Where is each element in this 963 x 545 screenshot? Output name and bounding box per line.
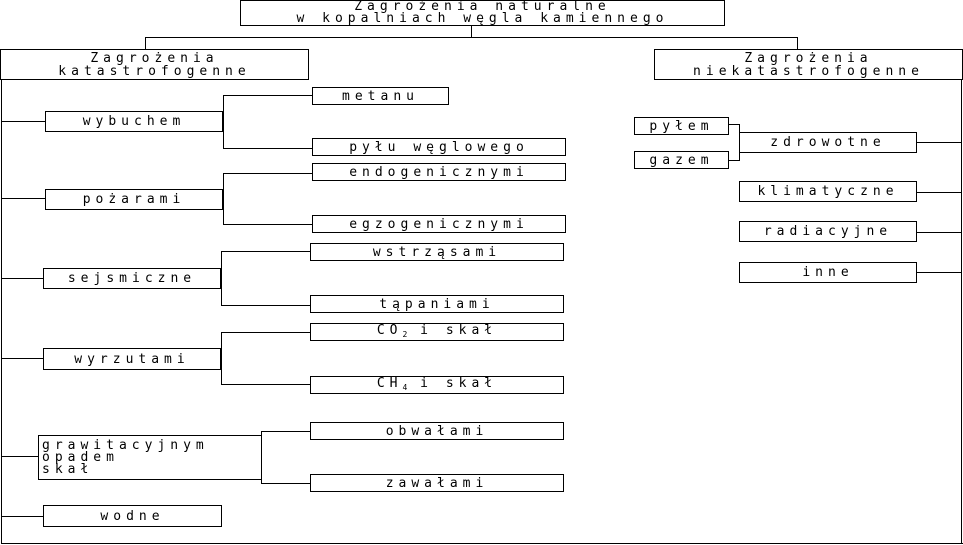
connector [261,483,310,484]
node-label: inne [802,265,854,280]
node-wyrzutami: wyrzutami [43,348,221,370]
catastrophic-title-line1: Zagrożenia [90,50,219,66]
connector [797,37,798,49]
node-label: metanu [342,88,419,104]
connector [261,431,310,432]
connector [223,173,224,225]
node-pozarami: pożarami [45,189,223,210]
connector [1,121,45,122]
frame-bottom [1,543,963,544]
catastrophic-node: Zagrożenia katastrofogenne [0,49,309,80]
connector [223,95,224,149]
connector [1,198,45,199]
connector [917,142,962,143]
connector [221,384,310,385]
node-label: wodne [100,508,165,524]
node-label: obwałami [385,423,489,439]
connector [145,37,798,38]
node-label: zawałami [385,475,489,491]
node-wstrzasami: wstrząsami [310,243,564,261]
node-egzogenicznymi: egzogenicznymi [312,215,566,233]
frame-right [961,79,962,544]
catastrophic-title-line2: katastrofogenne [58,63,251,79]
connector [145,37,146,49]
node-label: gazem [649,152,714,168]
connector [221,332,222,385]
node-label: radiacyjne [763,224,893,239]
frame-left [1,79,2,544]
connector [1,516,43,517]
connector [1,358,43,359]
connector [728,160,739,161]
connector [221,251,310,252]
node-klimatyczne: klimatyczne [739,181,917,202]
connector [728,124,739,125]
formula-main: CO [376,322,403,338]
noncatastrophic-node: Zagrożenia niekatastrofogenne [654,49,963,80]
node-endogenicznymi: endogenicznymi [312,163,566,181]
formula-subscript: 2 [402,329,408,339]
node-pylem: pyłem [634,117,729,135]
noncatastrophic-title-line2: niekatastrofogenne [693,63,924,79]
node-sejsmiczne: sejsmiczne [43,268,221,289]
node-label: pyłu węglowego [349,139,529,155]
connector [221,332,310,333]
node-ch4-i-skal: CH4 i skał [310,376,564,394]
node-label-line: grawitacyjnym [42,437,209,453]
connector [917,192,962,193]
node-label: egzogenicznymi [349,216,529,232]
node-label: wyrzutami [74,351,190,367]
connector [221,251,222,306]
node-label: zdrowotne [770,135,886,150]
node-label: klimatyczne [757,184,899,199]
node-label: wstrząsami [372,244,502,260]
node-tapaniami: tąpaniami [310,295,564,313]
root-title-line2: w kopalniach węgla kamiennego [296,11,669,26]
node-label: endogenicznymi [349,164,529,180]
node-wybuchem: wybuchem [45,111,223,132]
connector [223,173,312,174]
formula-rest: i skał [407,375,498,391]
node-label: CO2 i skał [377,324,497,341]
node-label: tąpaniami [379,296,495,312]
node-zawalami: zawałami [310,474,564,492]
connector [261,431,262,484]
node-metanu: metanu [312,87,449,105]
node-inne: inne [739,262,917,283]
node-gazem: gazem [634,151,729,169]
node-obwalami: obwałami [310,422,564,440]
node-label: pyłem [649,118,714,134]
connector [471,25,472,37]
formula-rest: i skał [407,322,498,338]
node-label: CH4 i skał [377,377,497,394]
node-label-line: opadem [42,449,119,465]
node-radiacyjne: radiacyjne [739,221,917,242]
connector [917,272,962,273]
node-label: sejsmiczne [67,271,197,286]
node-zdrowotne: zdrowotne [739,132,917,153]
node-label-line: skał [42,461,94,477]
node-grawitacyjnym-opadem-skal: grawitacyjnym opadem skał [38,435,262,480]
formula-main: CH [376,375,403,391]
noncatastrophic-title-line1: Zagrożenia [744,50,873,66]
connector [917,232,962,233]
root-title-line1: Zagrożenia naturalne [354,0,611,14]
node-wodne: wodne [43,505,222,527]
node-co2-i-skal: CO2 i skał [310,323,564,341]
connector [221,305,310,306]
node-pylu-weglowego: pyłu węglowego [312,138,566,156]
connector [223,95,312,96]
formula-subscript: 4 [402,382,408,392]
node-label: pożarami [82,192,186,207]
connector [1,278,43,279]
node-label: wybuchem [82,114,186,129]
connector [223,148,312,149]
connector [1,456,39,457]
root-node: Zagrożenia naturalne w kopalniach węgla … [240,0,725,26]
connector [223,224,312,225]
